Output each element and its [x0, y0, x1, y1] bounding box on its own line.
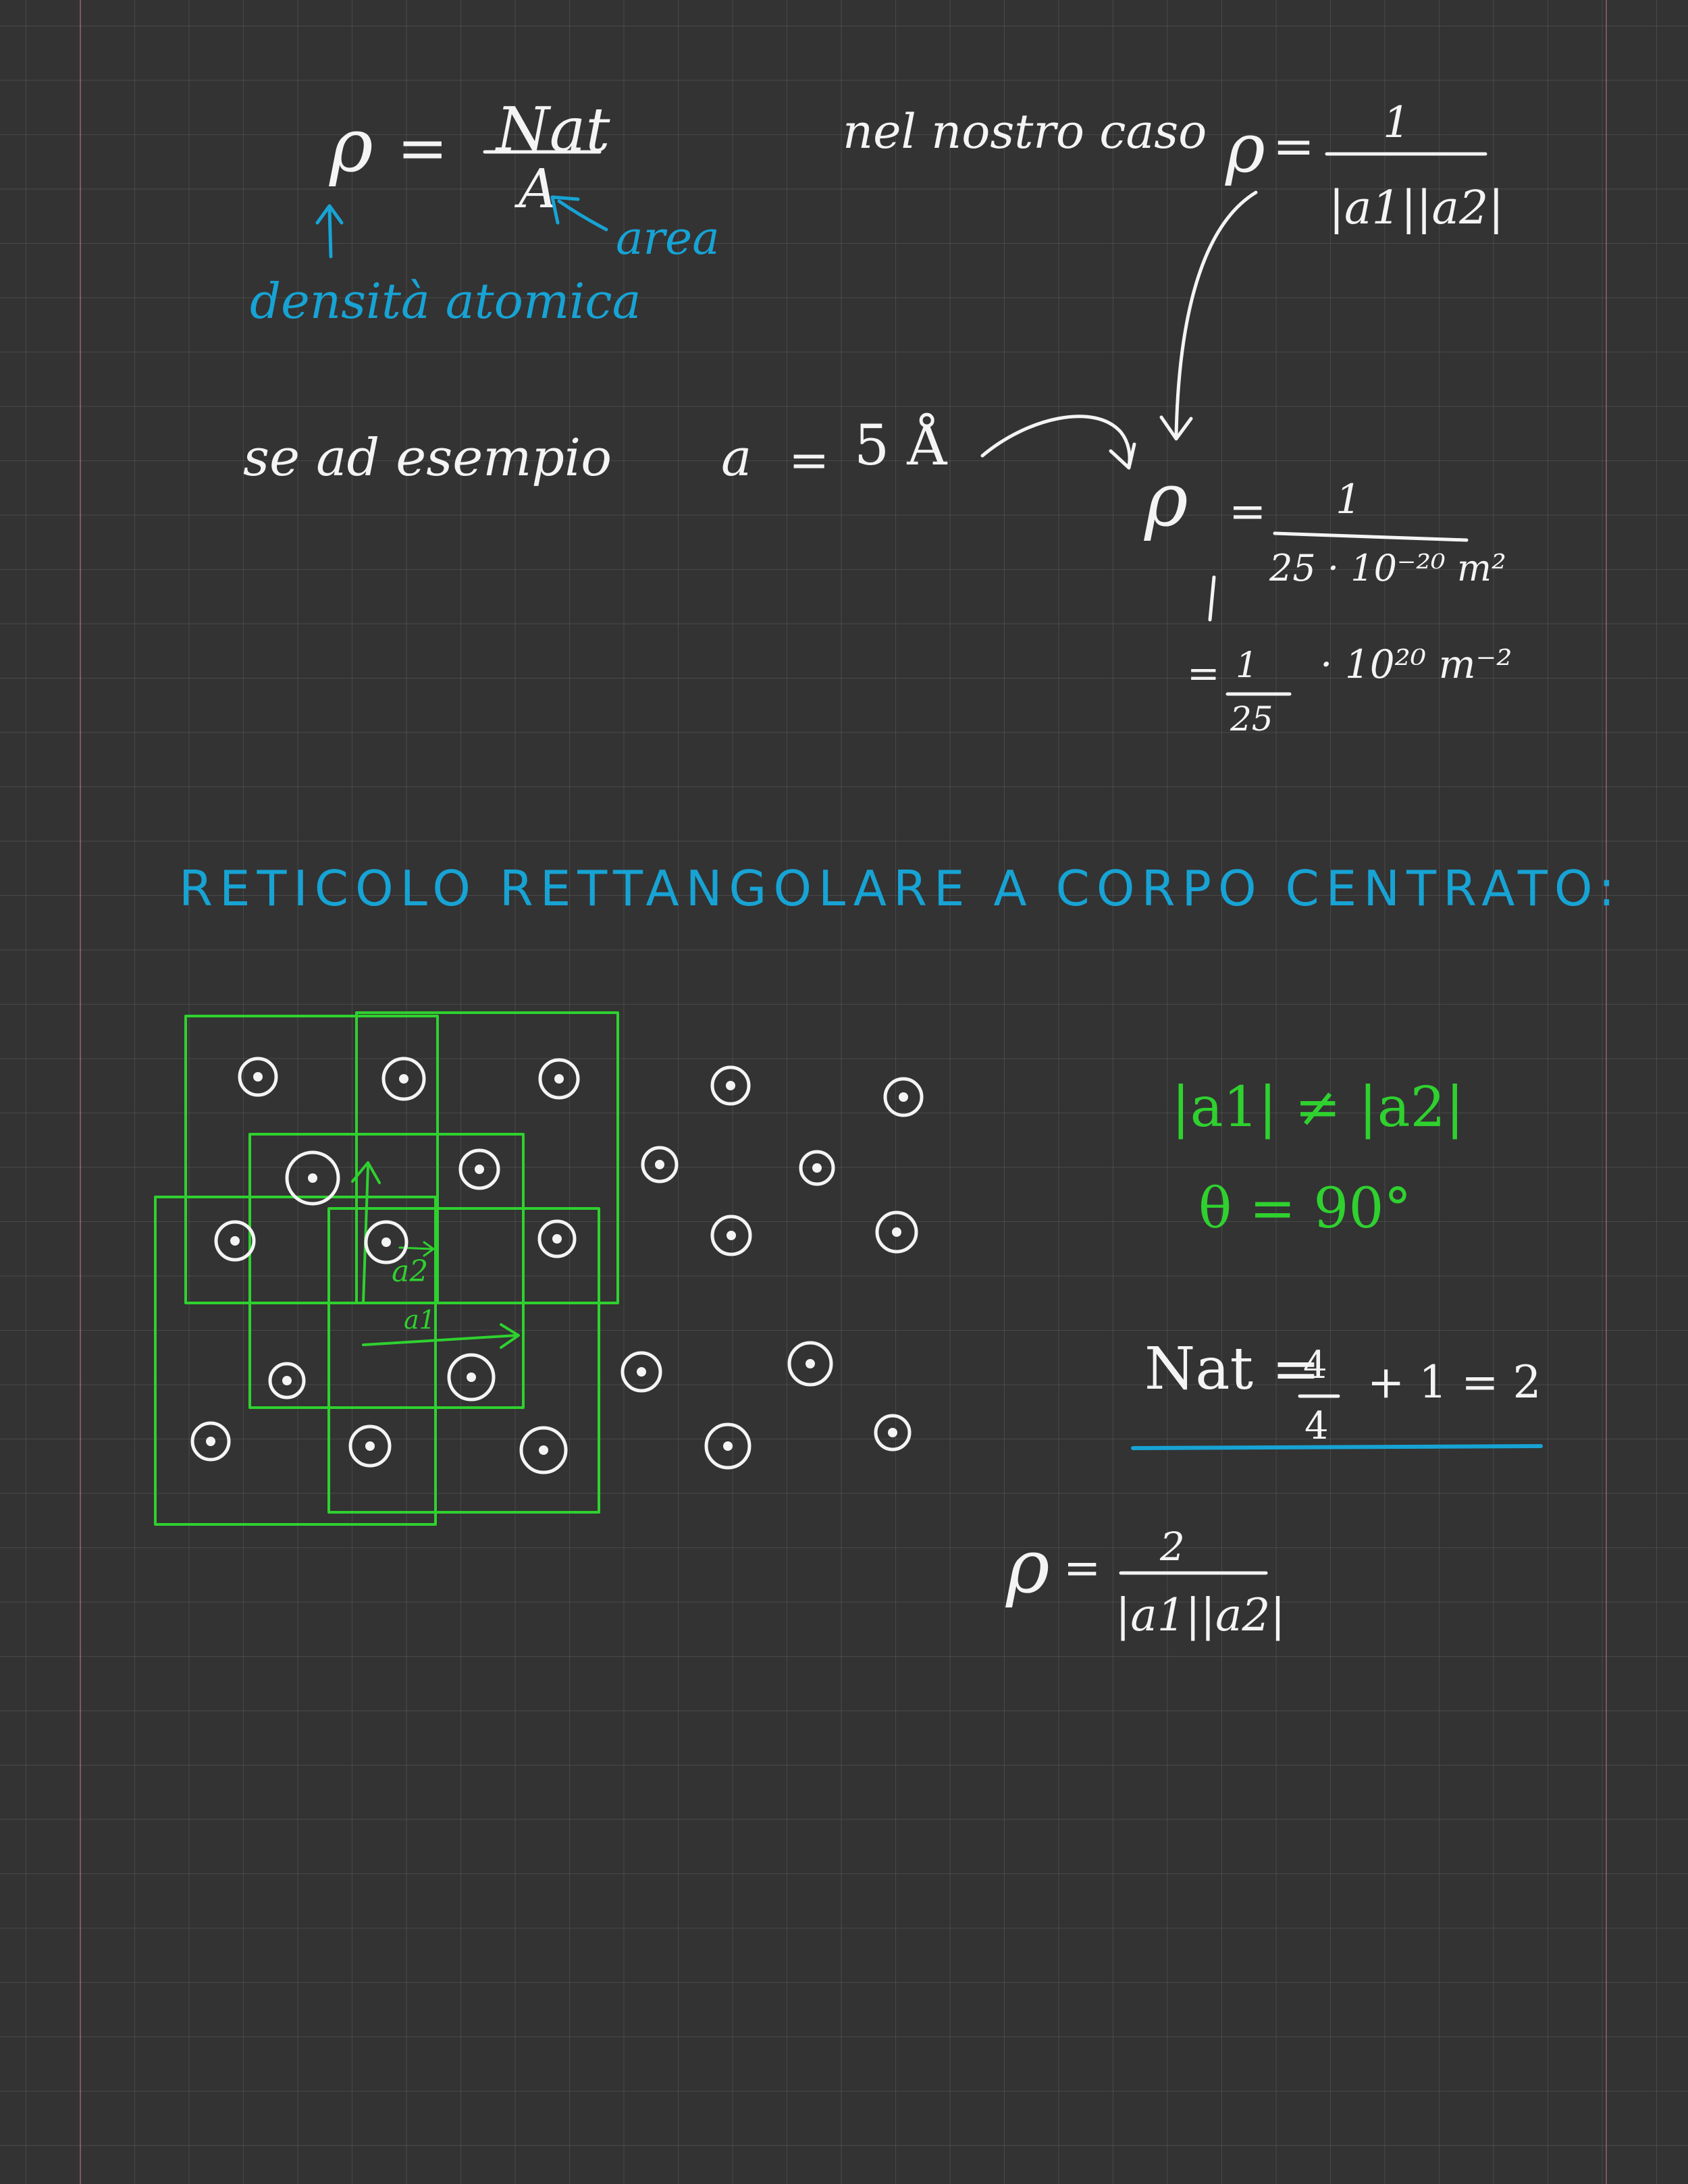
area-arrow: [550, 195, 608, 232]
section-title: RETICOLO RETTANGOLARE A CORPO CENTRATO:: [179, 860, 1622, 917]
equals-sign: =: [397, 113, 448, 184]
calc2-factor: · 10²⁰ m⁻²: [1320, 641, 1512, 687]
rho-symbol: ρ: [329, 102, 373, 188]
our-case-to-calc-arrow: [1159, 190, 1258, 441]
density-annotation: densità atomica: [250, 273, 641, 329]
calc-rho: ρ: [1144, 456, 1188, 543]
nat-fraction-numerator: 4: [1303, 1343, 1327, 1387]
vector-a1-arrow: [362, 1323, 520, 1349]
lattice-atom-centers: [206, 1072, 908, 1455]
example-value: 5 Å: [854, 414, 947, 478]
density-arrow: [315, 204, 344, 259]
nat-underline: [1131, 1444, 1543, 1450]
calc2-equals: =: [1187, 650, 1220, 696]
area-annotation: area: [616, 212, 720, 265]
final-rho: ρ: [1006, 1523, 1050, 1609]
nat-label: Nat =: [1144, 1335, 1321, 1403]
our-case-equals: =: [1273, 117, 1315, 176]
calc-equals: =: [1229, 485, 1267, 537]
left-margin-line: [80, 0, 81, 2184]
calc-denominator: 25 · 10⁻²⁰ m²: [1269, 547, 1506, 589]
calc-numerator: 1: [1336, 476, 1362, 523]
example-a: a: [721, 427, 752, 487]
vector-a1-label: a1: [404, 1305, 436, 1335]
final-numerator: 2: [1160, 1524, 1185, 1570]
our-case-numerator: 1: [1383, 98, 1410, 148]
final-equals: =: [1063, 1542, 1101, 1594]
calc-fraction-bar: [1273, 531, 1469, 542]
calc2-denominator: 25: [1230, 699, 1273, 739]
nat-rest: + 1 = 2: [1367, 1356, 1541, 1408]
fraction-denominator: A: [519, 157, 558, 220]
angle-condition: θ = 90°: [1198, 1177, 1412, 1241]
modulus-condition: |a1| ≠ |a2|: [1171, 1075, 1465, 1140]
our-case-label: nel nostro caso: [843, 104, 1207, 159]
our-case-denominator: |a1||a2|: [1329, 182, 1504, 235]
example-to-calc-arrow: [980, 415, 1136, 470]
example-equals: =: [789, 431, 830, 488]
calc-tick: [1208, 575, 1216, 622]
right-margin-line: [1606, 0, 1607, 2184]
calc2-numerator: 1: [1236, 645, 1259, 686]
nat-fraction-denominator: 4: [1304, 1404, 1329, 1448]
example-label: se ad esempio: [243, 427, 612, 487]
lattice-atoms: [190, 1057, 924, 1474]
our-case-rho: ρ: [1225, 109, 1265, 188]
final-denominator: |a1||a2|: [1115, 1589, 1286, 1641]
